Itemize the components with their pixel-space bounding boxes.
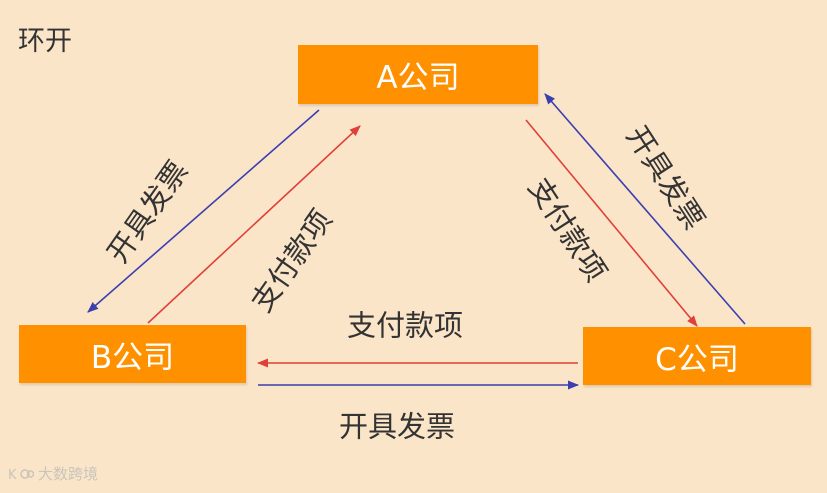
arrow-b-to-a-payment [147, 125, 361, 324]
arrow-c-to-a-invoice [544, 93, 746, 325]
arrow-a-to-b-invoice [87, 109, 320, 313]
company-b-label: B公司 [90, 339, 175, 376]
company-c-box: C公司 [583, 327, 811, 385]
label-c-to-b-payment: 支付款项 [346, 308, 464, 343]
company-b-box: B公司 [19, 325, 246, 383]
company-a-label: A公司 [376, 60, 460, 96]
watermark-logo-icon: K [8, 468, 34, 482]
watermark-logo-text: K [8, 468, 17, 482]
watermark: K 大数跨境 [8, 463, 98, 484]
company-a-box: A公司 [298, 45, 538, 104]
diagram-title: 环开 [18, 26, 72, 57]
company-c-label: C公司 [655, 341, 739, 378]
label-b-to-c-invoice: 开具发票 [338, 409, 456, 444]
watermark-text: 大数跨境 [38, 465, 99, 483]
arrow-a-to-c-payment [525, 119, 698, 327]
